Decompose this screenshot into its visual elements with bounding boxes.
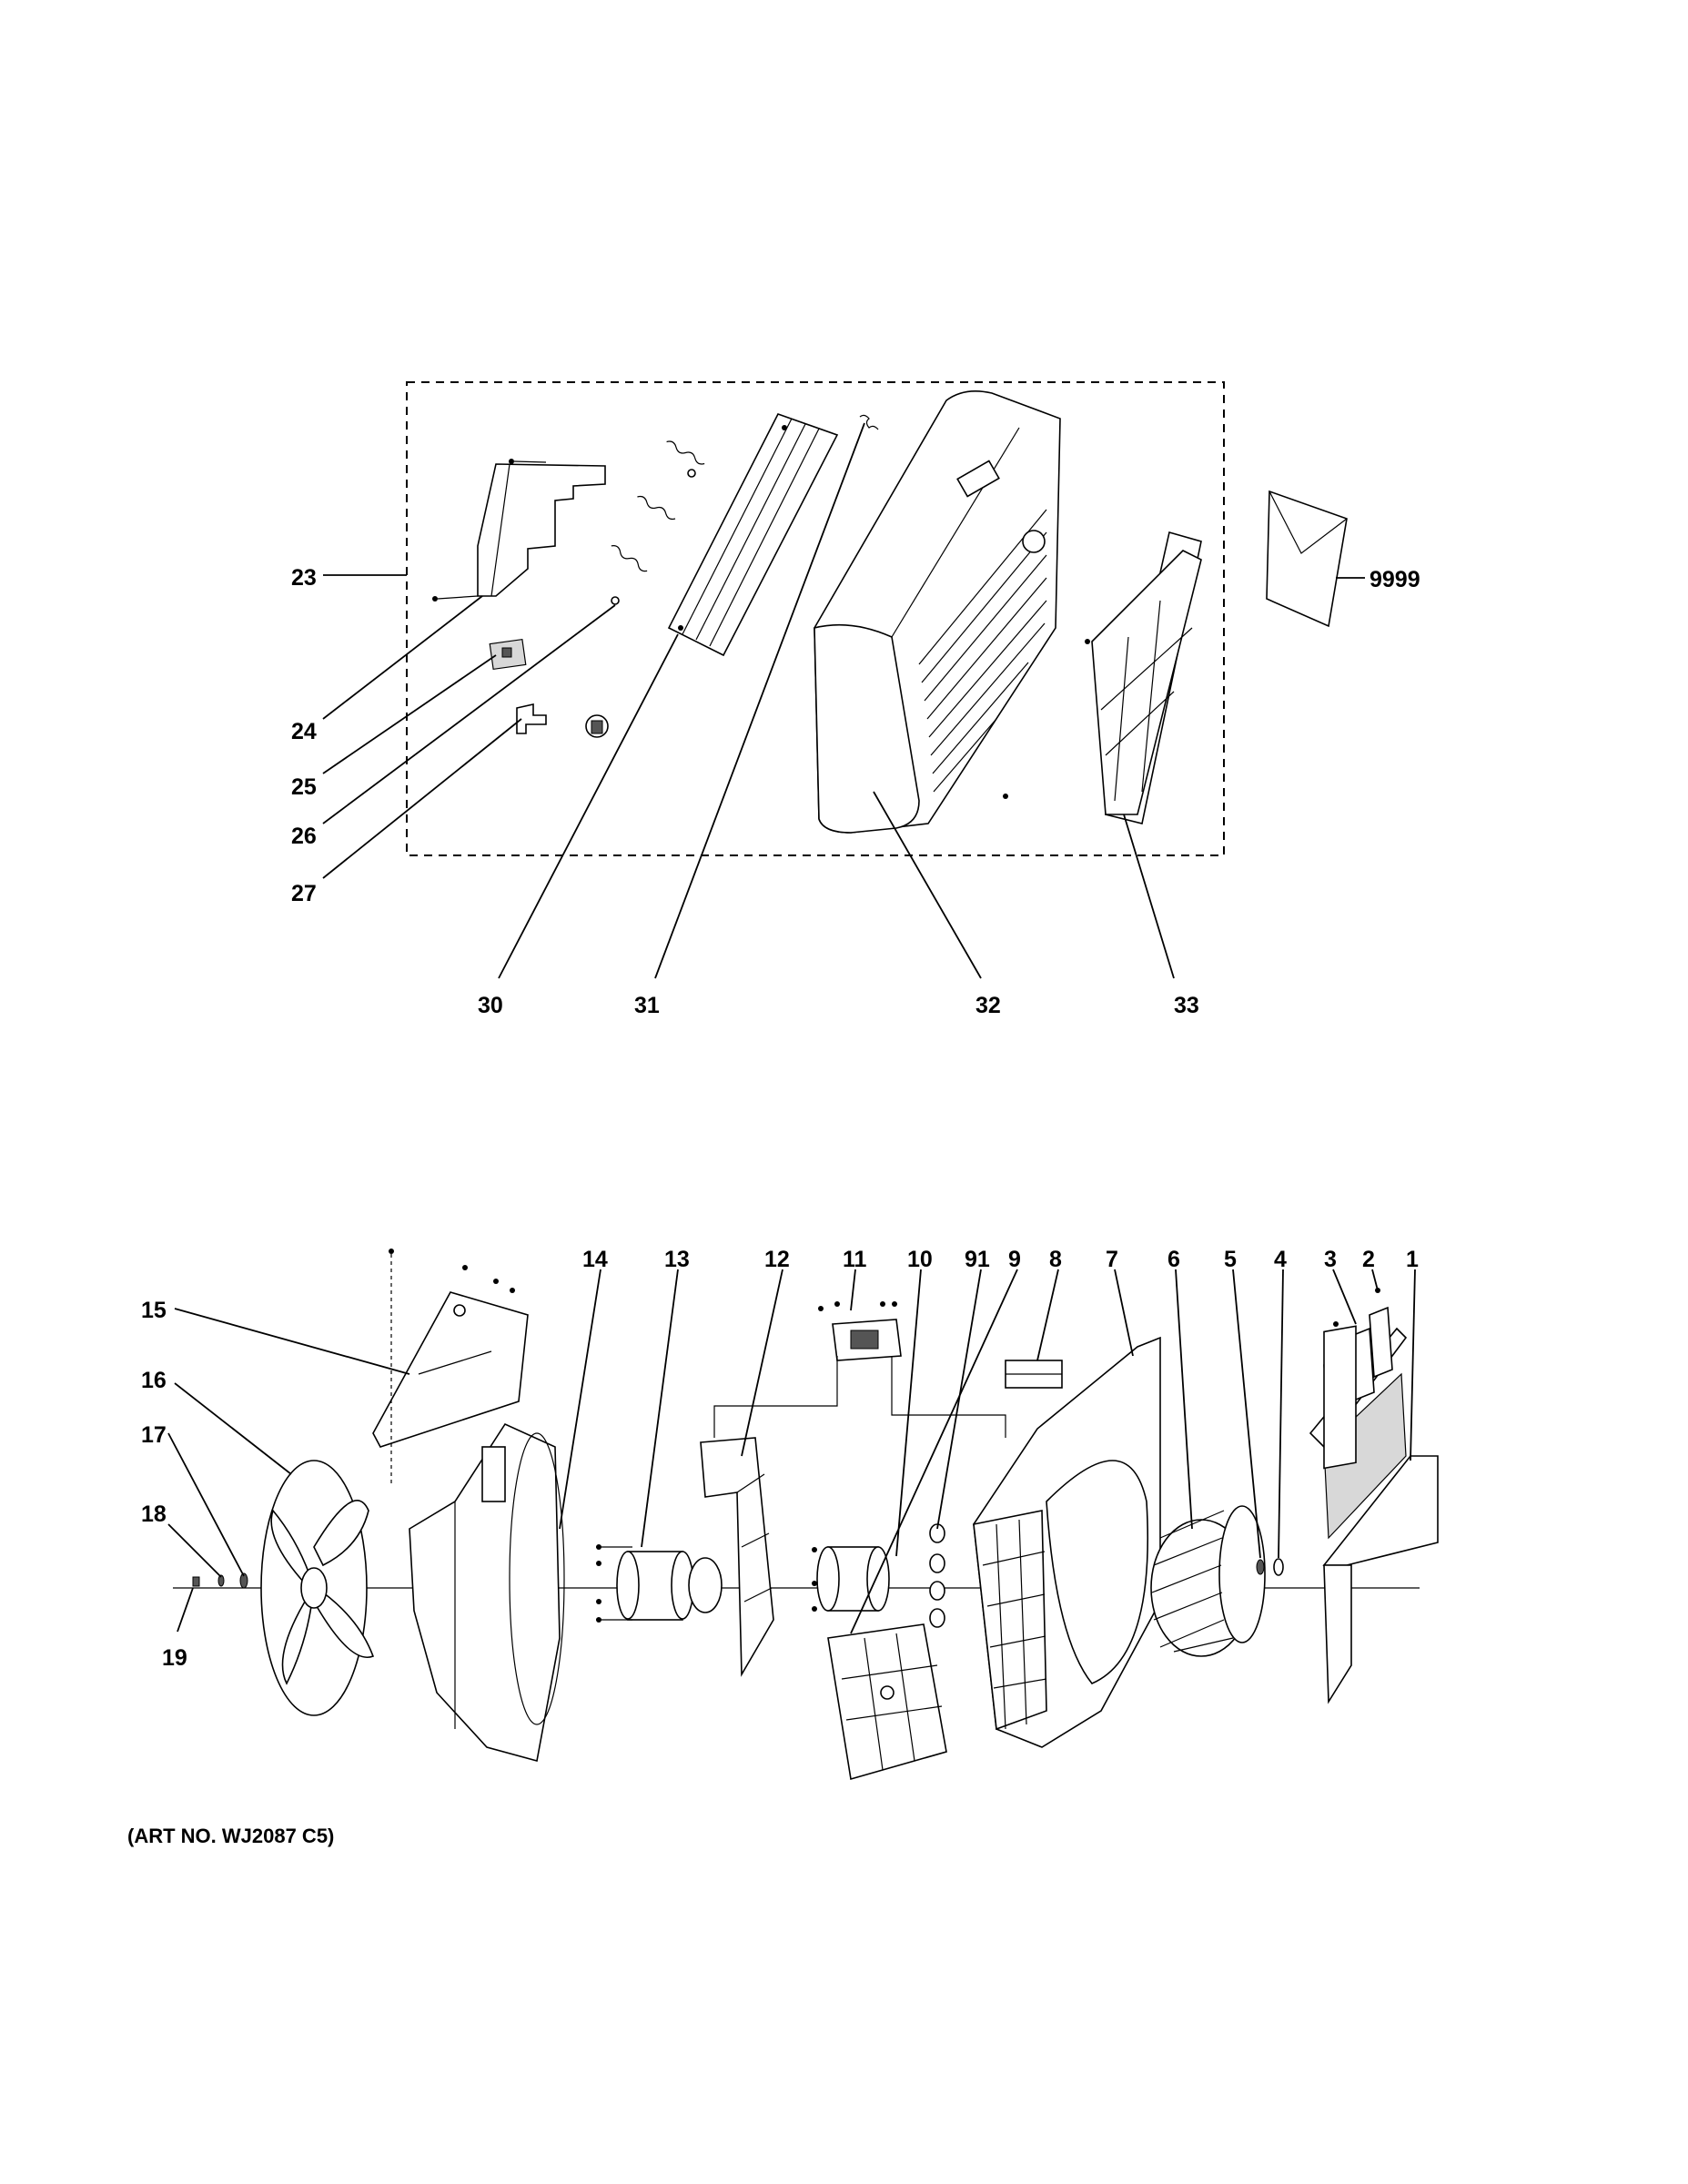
callout-32: 32 bbox=[975, 993, 1001, 1018]
callout-3: 3 bbox=[1324, 1247, 1337, 1272]
callout-19: 19 bbox=[162, 1645, 187, 1671]
part-31-rod bbox=[859, 414, 879, 430]
callout-8: 8 bbox=[1049, 1247, 1062, 1272]
callout-33: 33 bbox=[1174, 993, 1199, 1018]
callout-27: 27 bbox=[291, 881, 317, 906]
part-13-motor-left bbox=[596, 1544, 723, 1623]
callout-12: 12 bbox=[764, 1247, 790, 1272]
callout-5: 5 bbox=[1224, 1247, 1237, 1272]
callout-17: 17 bbox=[141, 1422, 167, 1448]
part-7-housing bbox=[973, 1336, 1161, 1748]
callout-6: 6 bbox=[1167, 1247, 1180, 1272]
part-9-partition bbox=[827, 1623, 947, 1781]
part-32-front-cover bbox=[814, 390, 1090, 834]
blower-vanes bbox=[1151, 1510, 1234, 1653]
callout-24: 24 bbox=[291, 719, 317, 744]
callout-26: 26 bbox=[291, 824, 317, 849]
part-11-mount bbox=[713, 1301, 1006, 1438]
callout-25: 25 bbox=[291, 774, 317, 800]
callout-91: 91 bbox=[965, 1247, 990, 1272]
part-91-grommets bbox=[929, 1523, 945, 1628]
part-25-clip bbox=[489, 638, 527, 671]
callout-4: 4 bbox=[1274, 1247, 1287, 1272]
callout-16: 16 bbox=[141, 1368, 167, 1393]
part-12-motor-bracket bbox=[700, 1437, 774, 1677]
front-panel-assembly-boundary bbox=[406, 381, 1225, 856]
part-9999-literature bbox=[1266, 490, 1348, 628]
callout-14: 14 bbox=[582, 1247, 608, 1272]
callout-13: 13 bbox=[664, 1247, 690, 1272]
callout-23: 23 bbox=[291, 565, 317, 591]
callout-9: 9 bbox=[1008, 1247, 1021, 1272]
part-17-19-hardware bbox=[192, 1572, 248, 1589]
callout-1: 1 bbox=[1406, 1247, 1419, 1272]
part-4-5-hardware bbox=[1256, 1558, 1284, 1576]
callout-9999: 9999 bbox=[1370, 567, 1420, 592]
art-number: (ART NO. WJ2087 C5) bbox=[127, 1825, 334, 1847]
part-10-motor-right bbox=[812, 1546, 890, 1612]
part-30-louver-rails bbox=[667, 413, 839, 657]
part-8-box bbox=[1005, 1360, 1063, 1389]
part-6-blower-wheel bbox=[1150, 1505, 1266, 1657]
part-15-plate bbox=[372, 1249, 529, 1483]
callout-15: 15 bbox=[141, 1298, 167, 1323]
part-1-control-box bbox=[1322, 1325, 1439, 1704]
callout-11: 11 bbox=[843, 1247, 867, 1272]
callout-7: 7 bbox=[1106, 1247, 1118, 1272]
part-33-filter bbox=[1091, 531, 1202, 824]
callout-10: 10 bbox=[907, 1247, 933, 1272]
callout-2: 2 bbox=[1362, 1247, 1375, 1272]
callout-30: 30 bbox=[478, 993, 503, 1018]
part-14-shroud bbox=[409, 1422, 565, 1763]
callout-18: 18 bbox=[141, 1502, 167, 1527]
part-26-springs bbox=[611, 440, 705, 605]
part-24-panel-plate bbox=[432, 459, 606, 602]
lower-leader-lines bbox=[167, 1269, 1416, 1634]
part-16-fan-blade bbox=[260, 1460, 375, 1716]
upper-leader-lines bbox=[322, 422, 1365, 979]
callout-31: 31 bbox=[634, 993, 660, 1018]
part-27-bracket bbox=[516, 703, 609, 738]
